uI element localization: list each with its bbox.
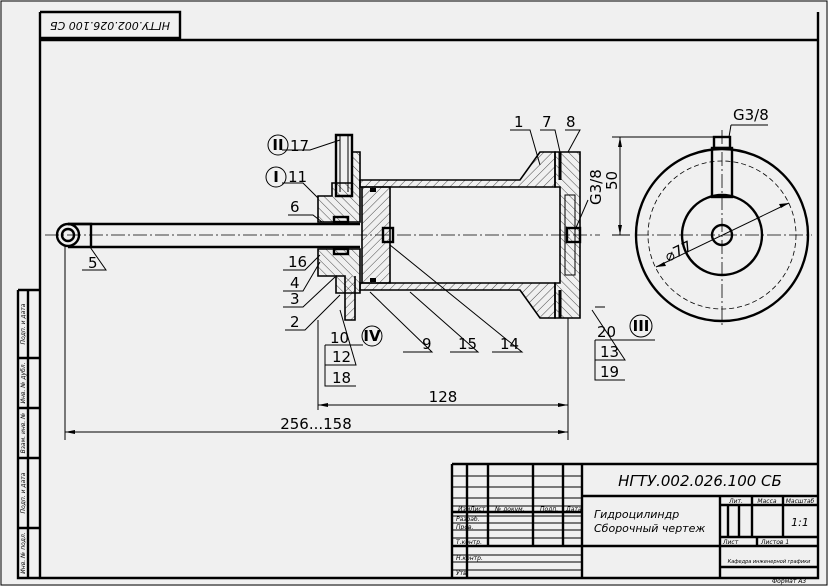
balloon-13: 13 (600, 343, 619, 361)
piston-rod (68, 222, 360, 249)
col-change: Изм (458, 506, 471, 513)
balloon-12: 12 (332, 348, 351, 366)
rotated-designation-box: НГТУ.002.026.100 СБ (40, 10, 182, 40)
detail-mark-I (265, 166, 287, 188)
role-developer: Разраб. (456, 516, 480, 523)
balloon-8: 8 (566, 113, 576, 131)
role-approved: Утв. (456, 570, 469, 577)
flange-lower (336, 275, 356, 321)
balloon-7: 7 (542, 113, 552, 131)
balloon-9: 9 (422, 335, 432, 353)
dim-diameter: ⌀77 (662, 237, 695, 266)
balloon-18: 18 (332, 369, 351, 387)
piston (361, 186, 391, 284)
col-doc-no: № докум. (494, 506, 525, 513)
seal-lower (332, 247, 350, 256)
detail-mark-IV-text: IV (363, 327, 381, 345)
detail-mark-II-text: II (272, 136, 283, 154)
end-view: ⌀77 G3/8 (634, 106, 812, 325)
bolt-circle (647, 160, 797, 310)
dim-128: 128 (429, 388, 458, 406)
balloon-16: 16 (288, 253, 307, 271)
balloon-14: 14 (500, 335, 519, 353)
lit-label: Лит. (728, 498, 743, 505)
gland-upper (317, 151, 361, 223)
sheets-count: Листов 1 (760, 539, 789, 546)
cylinder-tube-upper (359, 151, 556, 188)
detail-mark-III (629, 314, 653, 338)
drawing-name: Гидроцилиндр (594, 508, 679, 521)
dim-50: 50 (603, 171, 621, 190)
piston-nut (381, 226, 395, 244)
col-date: Дата (565, 506, 582, 513)
drawing-type: Сборочный чертеж (594, 522, 705, 535)
seal-upper (332, 215, 350, 224)
side-strip: Инв. № подл. Подп. и дата Взам. инв. № И… (16, 288, 40, 580)
balloon-3: 3 (290, 290, 300, 308)
title-block: Изм Лист № докум. Подп. Дата Разраб. Про… (450, 462, 818, 585)
role-checker: Пров. (456, 524, 474, 531)
rotated-designation: НГТУ.002.026.100 СБ (50, 19, 170, 32)
side-inv-orig: Инв. № подл. (20, 532, 27, 573)
port-hole (710, 223, 734, 247)
dim-stroke-range: 256...158 (280, 415, 352, 433)
balloon-2: 2 (290, 313, 300, 331)
side-sign-date-1: Подп. и дата (20, 472, 27, 513)
thread-side-label: G3/8 (587, 169, 605, 205)
balloon-6: 6 (290, 198, 300, 216)
dimension-lines: 128 256...158 50 (64, 136, 720, 440)
balloon-17: 17 (290, 137, 309, 155)
scale-value: 1:1 (791, 516, 809, 529)
col-sign: Подп. (540, 506, 558, 513)
side-inv-dup: Инв. № дубл. (20, 362, 27, 403)
balloon-1: 1 (514, 113, 524, 131)
drawing-designation: НГТУ.002.026.100 СБ (618, 472, 782, 490)
balloon-10: 10 (330, 329, 349, 347)
part-labels: II 17 I 11 6 16 4 3 2 5 10 IV 12 18 9 15… (88, 113, 653, 387)
role-norm-control: Н.контр. (456, 555, 483, 562)
drawing-frame (38, 12, 820, 580)
port-fitting-17 (334, 133, 354, 198)
col-sheet: Лист (469, 506, 486, 513)
detail-mark-II (267, 134, 289, 156)
sheet-label: Лист (722, 539, 739, 546)
section-view: II 17 I 11 6 16 4 3 2 5 10 IV 12 18 9 15… (45, 113, 655, 387)
balloon-11: 11 (288, 168, 307, 186)
balloon-5: 5 (88, 254, 98, 272)
sheet-format: Формат А3 (772, 578, 806, 585)
scale-label: Масштаб (786, 498, 815, 505)
balloon-20: 20 (597, 323, 616, 341)
detail-mark-I-text: I (273, 168, 279, 186)
mass-label: Масса (757, 498, 776, 505)
detail-mark-III-text: III (633, 317, 650, 335)
hub (680, 193, 764, 277)
balloon-19: 19 (600, 363, 619, 381)
end-port (565, 226, 582, 244)
detail-mark-IV (361, 325, 383, 347)
role-tech-control: Т.контр. (456, 539, 482, 546)
side-replace-inv: Взам. инв. № (20, 413, 27, 454)
cylinder-tube-lower (359, 282, 556, 319)
side-sign-date-2: Подп. и дата (20, 303, 27, 344)
balloon-4: 4 (290, 274, 300, 292)
balloon-15: 15 (458, 335, 477, 353)
department: Кафедра инженерной графики (728, 559, 811, 565)
thread-end-label: G3/8 (733, 106, 769, 124)
